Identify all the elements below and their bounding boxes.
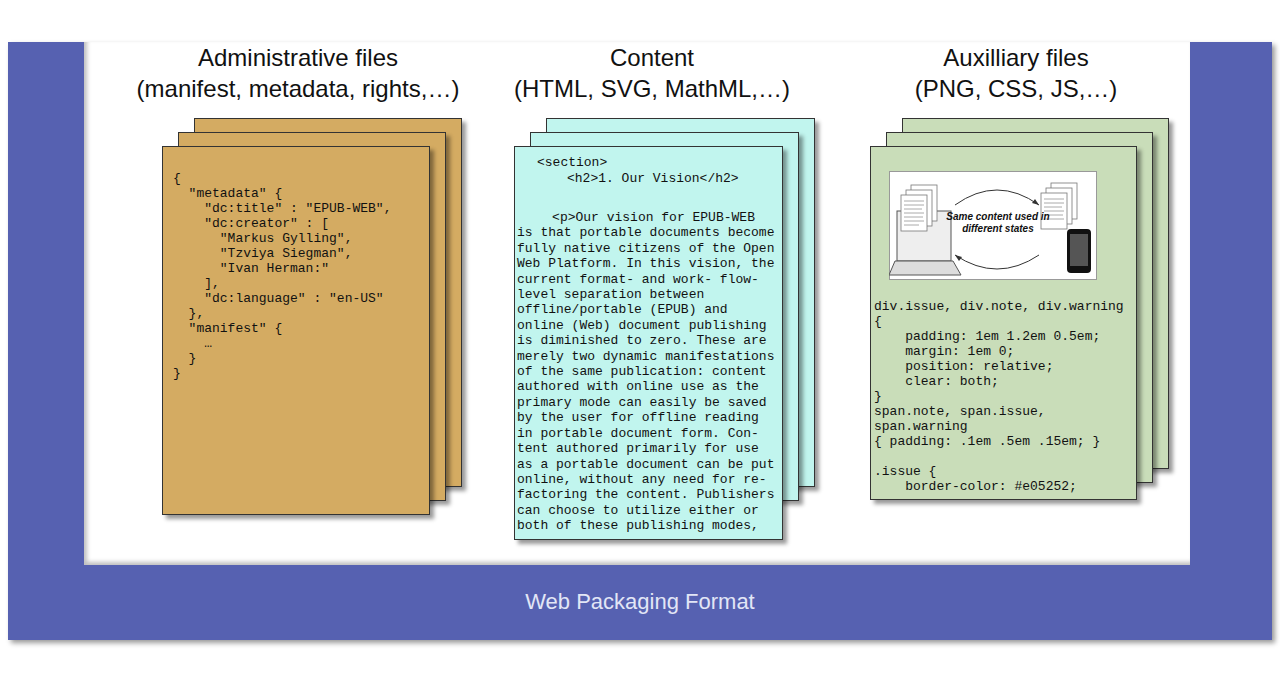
markup-line: <section> <box>537 155 607 170</box>
code-line: … <box>173 336 391 351</box>
packaging-band: Web Packaging Format Administrative files… <box>8 42 1272 640</box>
stack-heading: Administrative files <box>38 44 558 72</box>
code-line: ], <box>173 276 391 291</box>
mini-text-lines <box>904 201 924 225</box>
code-line: "metadata" { <box>173 186 391 201</box>
code-line: } <box>173 351 391 366</box>
auxiliary-file-page: Auxilliary files(PNG, CSS, JS,…)div.issu… <box>870 146 1137 500</box>
markup-line: <h2>1. Our Vision</h2> <box>567 171 739 186</box>
stack-heading: Auxilliary files <box>756 44 1276 72</box>
thumbnail-caption: Same content used in different states <box>944 211 1052 235</box>
stack-heading: Content <box>392 44 912 72</box>
code-line: margin: 1em 0; <box>874 344 1124 359</box>
code-line: border-color: #e05252; <box>874 479 1124 494</box>
code-line: div.issue, div.note, div.warning <box>874 299 1124 314</box>
code-line: .issue { <box>874 464 1124 479</box>
arc-head <box>1032 199 1039 205</box>
code-line: }, <box>173 306 391 321</box>
code-line: } <box>874 389 1124 404</box>
content-file-page: Content(HTML, SVG, MathML,…)<section><h2… <box>514 146 783 540</box>
mini-page <box>901 195 927 231</box>
band-title: Web Packaging Format <box>8 587 1272 617</box>
stack-heading: (HTML, SVG, MathML,…) <box>392 75 912 103</box>
stack-heading: (PNG, CSS, JS,…) <box>756 75 1276 103</box>
code-line: } <box>173 366 391 381</box>
code-block: { "metadata" { "dc:title" : "EPUB-WEB", … <box>173 171 391 381</box>
code-line: { <box>173 171 391 186</box>
code-line: position: relative; <box>874 359 1124 374</box>
code-line: "dc:title" : "EPUB-WEB", <box>173 201 391 216</box>
code-line: "Ivan Herman:" <box>173 261 391 276</box>
code-line: padding: 1em 1.2em 0.5em; <box>874 329 1124 344</box>
state-arc <box>955 190 1039 205</box>
thumbnail-ground <box>890 172 1097 280</box>
phone-screen <box>1070 234 1088 266</box>
code-line: span.note, span.issue, <box>874 404 1124 419</box>
markup-paragraph: <p>Our vision for EPUB-WEB is that porta… <box>517 210 778 534</box>
admin-file-page: Administrative files(manifest, metadata,… <box>162 146 430 515</box>
state-arc <box>955 255 1039 269</box>
code-line: "Markus Gylling", <box>173 231 391 246</box>
code-line: span.warning <box>874 419 1124 434</box>
arc-head <box>955 255 962 261</box>
code-line: "manifest" { <box>173 321 391 336</box>
code-line: clear: both; <box>874 374 1124 389</box>
code-line: "Tzviya Siegman", <box>173 246 391 261</box>
code-line: { <box>874 314 1124 329</box>
phone-body <box>1067 229 1091 273</box>
code-block: div.issue, div.note, div.warning{ paddin… <box>874 299 1124 494</box>
stack-heading: (manifest, metadata, rights,…) <box>38 75 558 103</box>
code-line: { padding: .1em .5em .15em; } <box>874 434 1124 449</box>
laptop-base <box>889 261 961 275</box>
code-line: "dc:language" : "en-US" <box>173 291 391 306</box>
code-line: "dc:creator" : [ <box>173 216 391 231</box>
